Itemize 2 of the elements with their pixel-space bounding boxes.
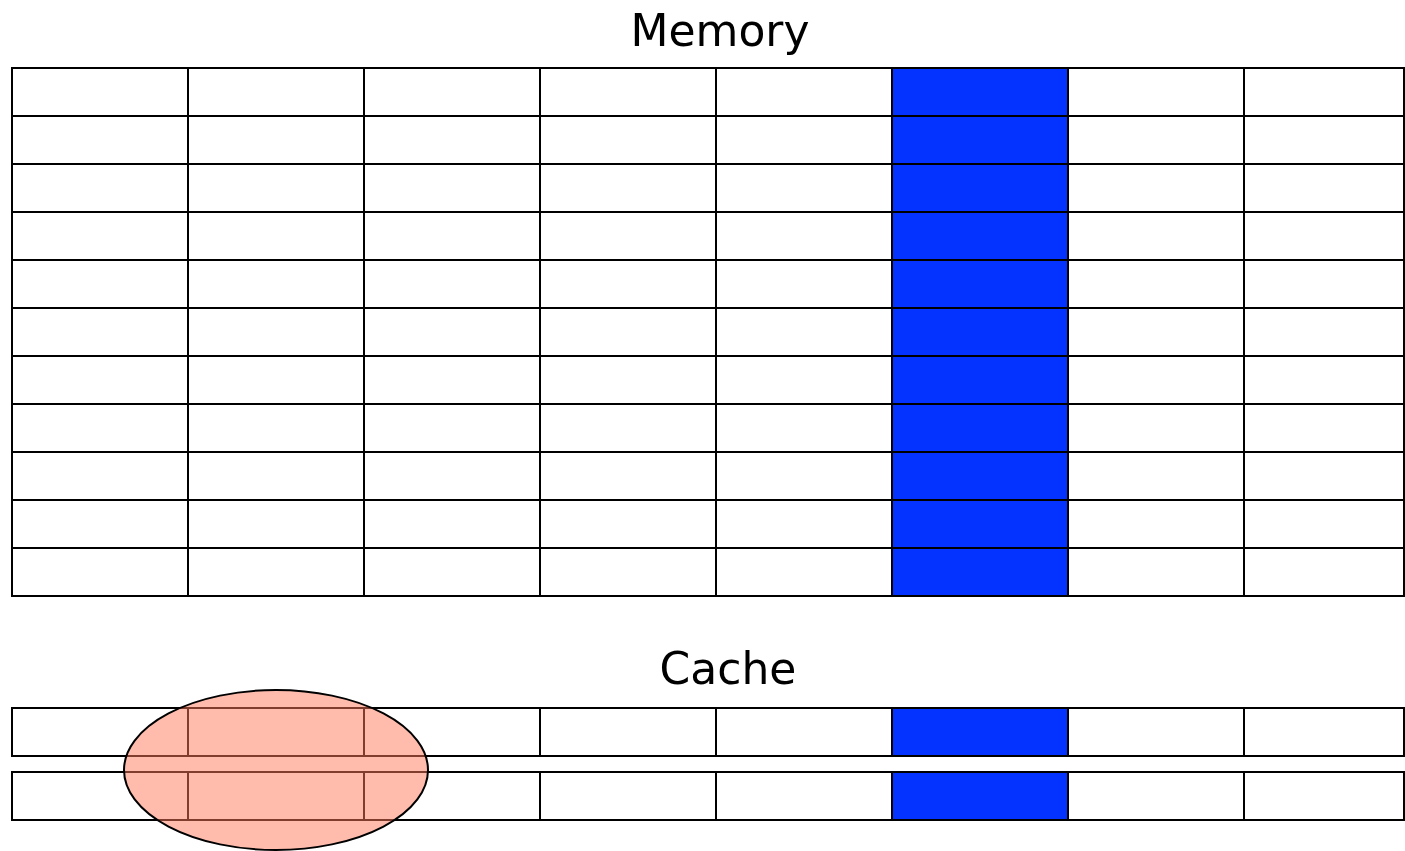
heading: Cache xyxy=(659,644,797,694)
heading: Memory xyxy=(630,6,810,56)
